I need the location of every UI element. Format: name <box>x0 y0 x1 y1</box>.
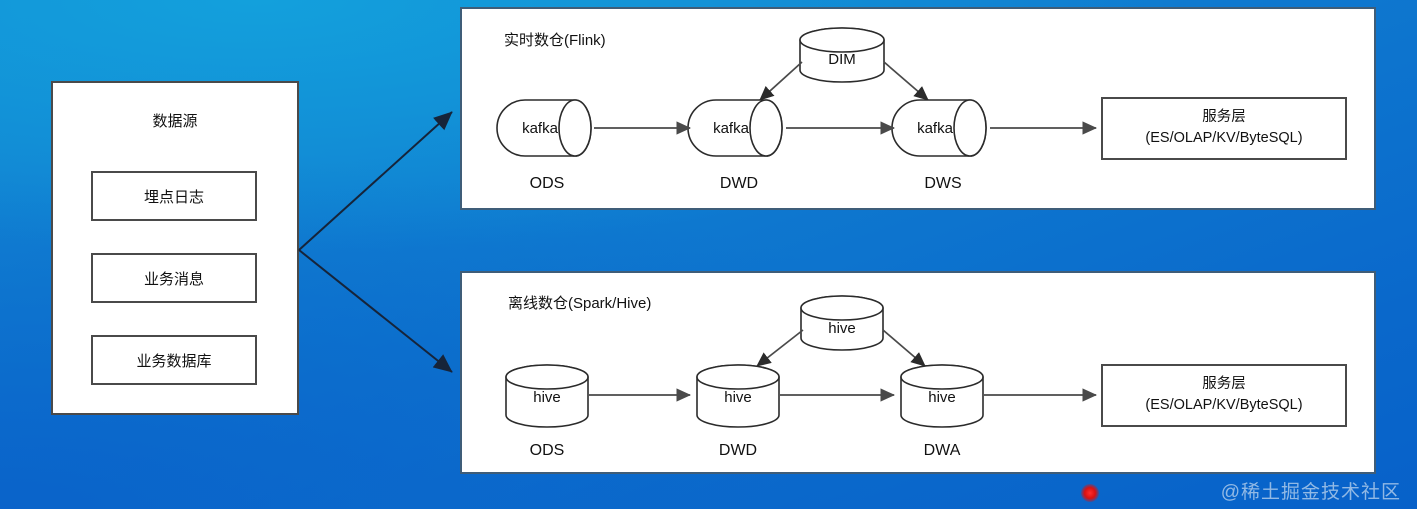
offline-dim-node[interactable]: hive <box>800 295 884 351</box>
offline-node-0[interactable]: hive ODS <box>505 364 589 459</box>
realtime-node-1-label: kafka <box>713 120 750 137</box>
offline-node-1-label: hive <box>724 389 752 406</box>
source-item-0-frame[interactable] <box>91 171 257 221</box>
arrow-offline-dim-to-dwd <box>756 329 804 367</box>
watermark-text: @稀土掘金技术社区 <box>1220 482 1401 503</box>
realtime-panel: 实时数仓(Flink) DIM kafka ODS kafka D <box>460 7 1376 210</box>
realtime-dim-label: DIM <box>828 51 856 68</box>
offline-panel-title: 离线数仓(Spark/Hive) <box>508 295 651 312</box>
realtime-node-0-label: kafka <box>522 120 559 137</box>
source-item-0[interactable]: 埋点日志 <box>91 171 257 221</box>
arrow-source-to-offline <box>298 249 453 373</box>
arrow-dim-to-dws <box>883 61 929 101</box>
realtime-service-box[interactable]: 服务层 (ES/OLAP/KV/ByteSQL) <box>1101 97 1347 160</box>
realtime-service-line1: 服务层 <box>1202 108 1246 125</box>
realtime-node-1-stage: DWD <box>720 175 758 192</box>
realtime-node-0-stage: ODS <box>530 175 565 192</box>
offline-node-0-stage: ODS <box>530 442 565 459</box>
arrow-offline-dim-to-dwa <box>882 329 926 367</box>
realtime-node-2[interactable]: kafka DWS <box>891 99 987 192</box>
source-item-1-label: 业务消息 <box>144 271 204 288</box>
offline-service-line2: (ES/OLAP/KV/ByteSQL) <box>1145 397 1302 413</box>
realtime-node-0[interactable]: kafka ODS <box>496 99 592 192</box>
arrow-dim-to-dwd <box>759 61 803 101</box>
arrow-source-to-realtime <box>298 111 453 251</box>
source-panel: 数据源 埋点日志 业务消息 业务数据库 <box>51 81 299 415</box>
recording-dot-icon <box>1081 484 1099 502</box>
source-item-0-label: 埋点日志 <box>144 189 204 206</box>
source-item-2-frame[interactable] <box>91 335 257 385</box>
realtime-service-line2: (ES/OLAP/KV/ByteSQL) <box>1145 130 1302 146</box>
source-item-2-label: 业务数据库 <box>136 353 211 370</box>
offline-node-1-stage: DWD <box>719 442 757 459</box>
offline-node-1[interactable]: hive DWD <box>696 364 780 459</box>
offline-panel: 离线数仓(Spark/Hive) hive hive ODS hive <box>460 271 1376 474</box>
offline-service-box[interactable]: 服务层 (ES/OLAP/KV/ByteSQL) <box>1101 364 1347 427</box>
source-item-1[interactable]: 业务消息 <box>91 253 257 303</box>
source-item-2[interactable]: 业务数据库 <box>91 335 257 385</box>
source-panel-title: 数据源 <box>152 113 197 130</box>
realtime-panel-title: 实时数仓(Flink) <box>504 32 606 49</box>
offline-service-line1: 服务层 <box>1202 375 1246 392</box>
realtime-node-2-label: kafka <box>917 120 954 137</box>
source-item-1-frame[interactable] <box>91 253 257 303</box>
realtime-node-1[interactable]: kafka DWD <box>687 99 783 192</box>
offline-node-2[interactable]: hive DWA <box>900 364 984 459</box>
offline-node-2-stage: DWA <box>924 442 961 459</box>
offline-service-frame[interactable] <box>1101 364 1347 427</box>
offline-node-0-label: hive <box>533 389 561 406</box>
realtime-service-frame[interactable] <box>1101 97 1347 160</box>
offline-dim-label: hive <box>828 320 856 337</box>
realtime-node-2-stage: DWS <box>924 175 961 192</box>
offline-node-2-label: hive <box>928 389 956 406</box>
realtime-dim-node[interactable]: DIM <box>799 27 885 83</box>
